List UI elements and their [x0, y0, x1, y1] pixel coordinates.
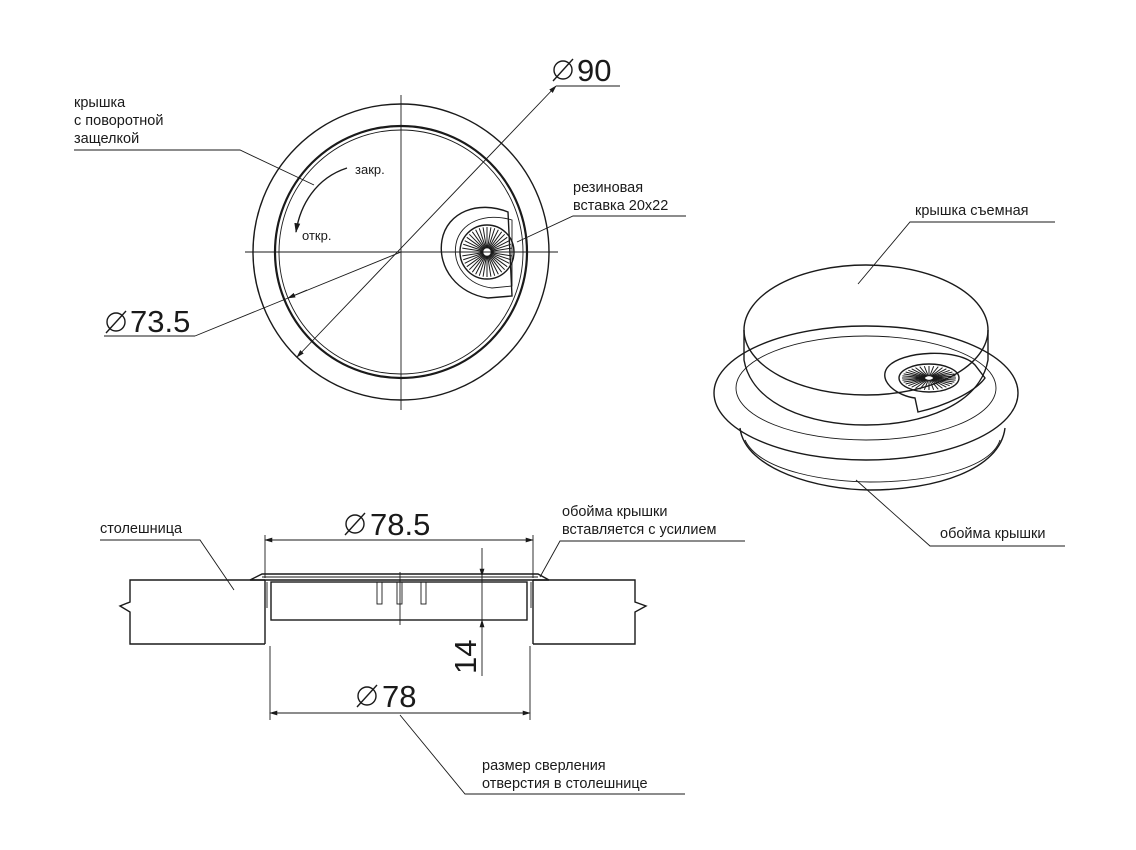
bristle-line [932, 375, 956, 379]
dim-14-value: 14 [448, 640, 483, 674]
drill-leader [399, 714, 685, 795]
bristle-line [919, 379, 929, 390]
dim-90-line [296, 85, 557, 358]
ring-body-line [744, 439, 1001, 483]
insert-label-leader [516, 215, 686, 243]
bristle-line [903, 378, 926, 383]
rotation-arrow [294, 167, 348, 233]
lid-label-leader [74, 149, 315, 186]
open-label: откр. [302, 228, 331, 243]
bristle-line [923, 365, 929, 377]
dim-78-5-value: 78.5 [370, 507, 430, 542]
ring-body [739, 427, 1006, 491]
insert-label-line-1: резиновая [573, 180, 643, 196]
bristle-line [930, 379, 943, 389]
bristle-line [919, 366, 929, 377]
bristle-line [930, 367, 943, 377]
iso-view: крышка съемная обойма крышки [713, 203, 1065, 547]
iso-rubber-insert [884, 352, 986, 413]
ring-press-label-line-1: обойма крышки [562, 504, 668, 520]
bristle-line [911, 368, 927, 378]
top-view: закр. откр. 90 73.5 крышка с поворотной … [74, 53, 686, 410]
bristle-line [932, 373, 955, 378]
drill-label-line-2: отверстия в столешнице [482, 776, 648, 792]
diameter-symbol-icon [344, 512, 366, 536]
bristle-line [905, 378, 926, 385]
bristle-line [932, 371, 953, 378]
bristle-line [923, 379, 929, 391]
bristle-line [931, 378, 950, 387]
dim-73-5-value: 73.5 [130, 304, 190, 339]
drill-label-line-1: размер сверления [482, 758, 606, 774]
bristle-line [902, 375, 926, 379]
bristle-line [932, 377, 956, 381]
bristle-line [915, 379, 928, 389]
close-label: закр. [355, 162, 385, 177]
bristle-line [905, 371, 926, 378]
bristle-line [903, 373, 926, 378]
insert-label-line-2: вставка 20x22 [573, 198, 668, 214]
tabletop-left [118, 579, 265, 645]
lid-label-line-2: с поворотной [74, 113, 163, 129]
dim-78-value: 78 [382, 679, 416, 714]
diameter-symbol-icon [552, 58, 574, 82]
bristle-line [915, 367, 928, 377]
rubber-insert [440, 206, 515, 299]
bristle-line [911, 378, 927, 388]
bristle-line [902, 377, 926, 381]
lid-label-line-3: защелкой [74, 131, 139, 147]
diameter-symbol-icon [356, 684, 378, 708]
dim-73-5-arrow [287, 289, 308, 299]
bristle-line [908, 369, 927, 378]
bristle-line [929, 365, 935, 377]
removable-lid-label: крышка съемная [915, 203, 1029, 219]
bristle-line [929, 379, 939, 390]
lid-label-line-1: крышка [74, 95, 126, 111]
tabletop-label: столешница [100, 521, 183, 537]
ring-flange-outer [713, 325, 1019, 461]
removable-lid-leader [857, 221, 1055, 285]
iso-insert-bristles [902, 365, 956, 391]
section-ring-body [270, 581, 528, 621]
iso-ring-leader [855, 479, 1065, 547]
tabletop-right [533, 579, 648, 645]
bristle-line [929, 366, 939, 377]
tabletop-leader [100, 539, 235, 591]
diameter-symbol-icon [105, 310, 127, 334]
bristle-line [931, 378, 947, 388]
iso-ring-label: обойма крышки [940, 526, 1046, 542]
ring-flange-inner [735, 335, 997, 441]
section-flange [249, 573, 550, 581]
bristle-line [929, 379, 935, 391]
bristle-line [931, 368, 947, 378]
section-clips [266, 581, 532, 608]
dim-90-value: 90 [577, 53, 611, 88]
bristle-line [932, 378, 953, 385]
bristle-line [931, 369, 950, 378]
bristle-line [908, 378, 927, 387]
iso-lid-top [743, 264, 989, 396]
section-view: 78.5 78 14 столешница обойма крышки вста… [100, 504, 745, 795]
ring-press-leader [539, 540, 745, 578]
bristle-line [932, 378, 955, 383]
ring-press-label-line-2: вставляется с усилием [562, 522, 717, 538]
